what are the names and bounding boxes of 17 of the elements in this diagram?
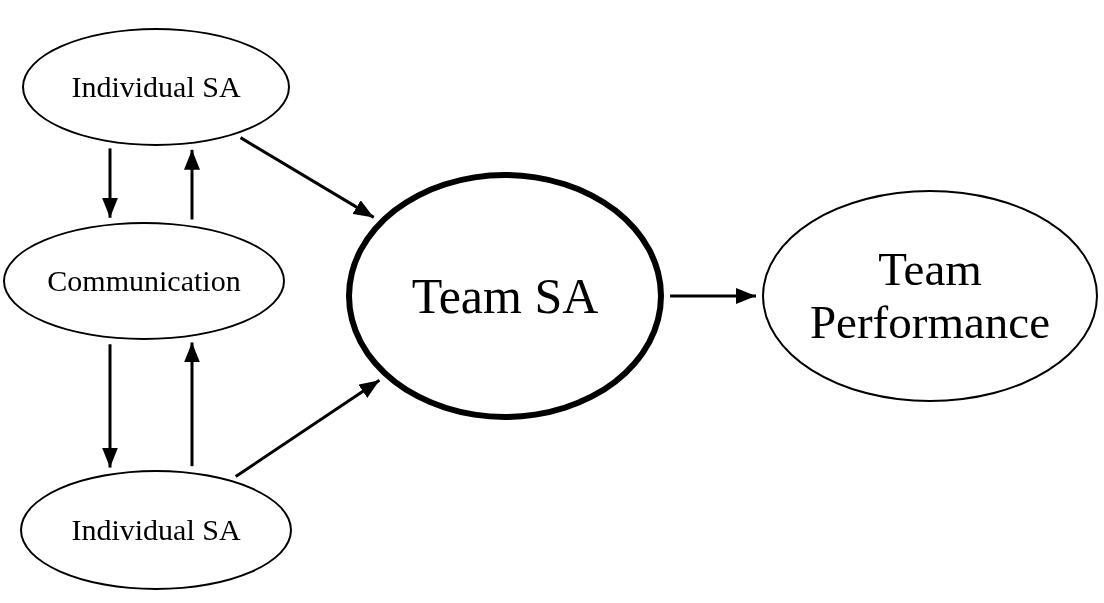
node-label: Individual SA [70, 70, 242, 104]
node-label: Team SA [410, 268, 600, 324]
ellipse-node [762, 190, 1098, 402]
arrow [670, 288, 756, 304]
arrow [184, 342, 200, 467]
arrow [239, 136, 375, 219]
node-label: Individual SA [70, 513, 242, 547]
arrow [102, 148, 118, 218]
node-label: Communication [46, 264, 242, 298]
arrow [234, 378, 381, 478]
ellipse-node [22, 28, 290, 146]
node-label: Team Performance [808, 243, 1052, 349]
arrow [102, 344, 118, 468]
ellipse-node [20, 470, 292, 590]
ellipse-node [3, 222, 285, 340]
ellipse-node [346, 172, 664, 420]
arrow [184, 149, 200, 220]
